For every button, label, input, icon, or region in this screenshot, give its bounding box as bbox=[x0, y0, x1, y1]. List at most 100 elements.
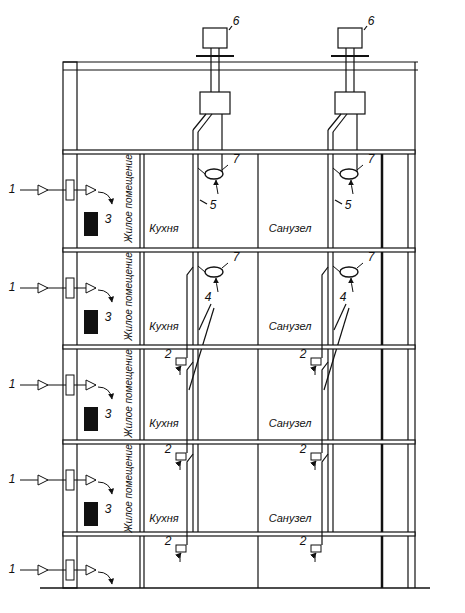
air-arrow bbox=[315, 461, 316, 470]
callout-number: 1 bbox=[9, 281, 16, 294]
valve-symbol bbox=[38, 565, 48, 575]
radiator bbox=[84, 310, 98, 334]
room-label: Жилое помещение bbox=[122, 154, 133, 242]
leader-line bbox=[20, 288, 38, 289]
air-arrow bbox=[351, 180, 353, 194]
leader-line bbox=[20, 570, 38, 571]
valve-symbol bbox=[86, 283, 96, 293]
air-arrow bbox=[180, 461, 181, 470]
exhaust-fan bbox=[205, 267, 223, 277]
satellite-duct bbox=[322, 267, 328, 358]
air-arrow bbox=[216, 278, 218, 292]
leader-line bbox=[222, 165, 228, 170]
satellite-duct bbox=[322, 362, 328, 453]
leader-line bbox=[222, 263, 228, 268]
exhaust-grille bbox=[176, 545, 186, 552]
callout-number: 4 bbox=[340, 291, 347, 304]
callout-number: 1 bbox=[9, 378, 16, 391]
satellite-duct bbox=[187, 267, 193, 358]
room-label: Санузел bbox=[269, 512, 312, 524]
room-label: Кухня bbox=[149, 222, 178, 234]
callout-number: 2 bbox=[165, 348, 172, 361]
air-arrow bbox=[315, 366, 316, 375]
exhaust-grille bbox=[176, 453, 186, 460]
room-label: Жилое помещение bbox=[122, 444, 133, 532]
radiator bbox=[84, 407, 98, 431]
air-arrow bbox=[351, 278, 353, 292]
callout-number: 5 bbox=[345, 199, 352, 212]
valve-symbol bbox=[38, 380, 48, 390]
valve-symbol bbox=[86, 380, 96, 390]
callout-number: 5 bbox=[210, 199, 217, 212]
room-label: Санузел bbox=[269, 320, 312, 332]
air-arrow bbox=[98, 482, 112, 494]
valve-symbol bbox=[38, 283, 48, 293]
fan-duct bbox=[333, 266, 340, 272]
valve-symbol bbox=[86, 565, 96, 575]
room-label: Санузел bbox=[269, 222, 312, 234]
valve-symbol bbox=[38, 475, 48, 485]
air-arrow bbox=[180, 366, 181, 375]
window bbox=[66, 470, 74, 490]
window bbox=[66, 278, 74, 298]
room-label: Кухня bbox=[149, 417, 178, 429]
callout-number: 1 bbox=[9, 563, 16, 576]
callout-number: 2 bbox=[300, 348, 307, 361]
callout-number: 4 bbox=[205, 291, 212, 304]
room-label: Кухня bbox=[149, 320, 178, 332]
window bbox=[66, 375, 74, 395]
callout-number: 6 bbox=[233, 15, 240, 28]
leader-line bbox=[357, 165, 363, 170]
callout-number: 2 bbox=[300, 535, 307, 548]
callout-number: 2 bbox=[165, 443, 172, 456]
leader-line bbox=[20, 190, 38, 191]
leader-line bbox=[357, 263, 363, 268]
floor-slab bbox=[63, 532, 415, 536]
air-arrow bbox=[180, 553, 181, 562]
air-arrow bbox=[98, 572, 112, 584]
room-label: Жилое помещение bbox=[122, 252, 133, 340]
air-arrow bbox=[98, 387, 112, 399]
satellite-duct bbox=[187, 362, 193, 453]
air-arrow bbox=[98, 290, 112, 302]
valve-symbol bbox=[86, 475, 96, 485]
exhaust-grille bbox=[311, 358, 321, 365]
exhaust-grille bbox=[311, 545, 321, 552]
satellite-duct bbox=[322, 454, 328, 545]
window bbox=[66, 180, 74, 200]
valve-symbol bbox=[86, 185, 96, 195]
exhaust-fan bbox=[205, 169, 223, 179]
radiator bbox=[84, 212, 98, 236]
callout-number: 1 bbox=[9, 473, 16, 486]
air-arrow bbox=[315, 553, 316, 562]
callout-number: 3 bbox=[105, 311, 112, 324]
callout-number: 7 bbox=[368, 251, 375, 264]
room-label: Санузел bbox=[269, 417, 312, 429]
air-arrow bbox=[98, 192, 112, 204]
callout-number: 2 bbox=[165, 535, 172, 548]
floor-slab bbox=[63, 440, 415, 444]
room-label: Кухня bbox=[149, 512, 178, 524]
fan-duct bbox=[198, 266, 205, 272]
exhaust-grille bbox=[311, 453, 321, 460]
satellite-duct bbox=[187, 454, 193, 545]
exhaust-grille bbox=[176, 358, 186, 365]
callout-number: 2 bbox=[300, 443, 307, 456]
fan-duct bbox=[333, 168, 340, 174]
leader-line bbox=[20, 480, 38, 481]
callout-number: 6 bbox=[368, 15, 375, 28]
window bbox=[66, 560, 74, 580]
radiator bbox=[84, 502, 98, 526]
callout-number: 3 bbox=[105, 408, 112, 421]
callout-number: 7 bbox=[368, 153, 375, 166]
leader-line bbox=[20, 385, 38, 386]
callout-number: 7 bbox=[233, 251, 240, 264]
valve-symbol bbox=[38, 185, 48, 195]
callout-number: 1 bbox=[9, 183, 16, 196]
exhaust-fan bbox=[340, 267, 358, 277]
floor-slab bbox=[63, 345, 415, 349]
callout-number: 3 bbox=[105, 213, 112, 226]
callout-number: 3 bbox=[105, 503, 112, 516]
